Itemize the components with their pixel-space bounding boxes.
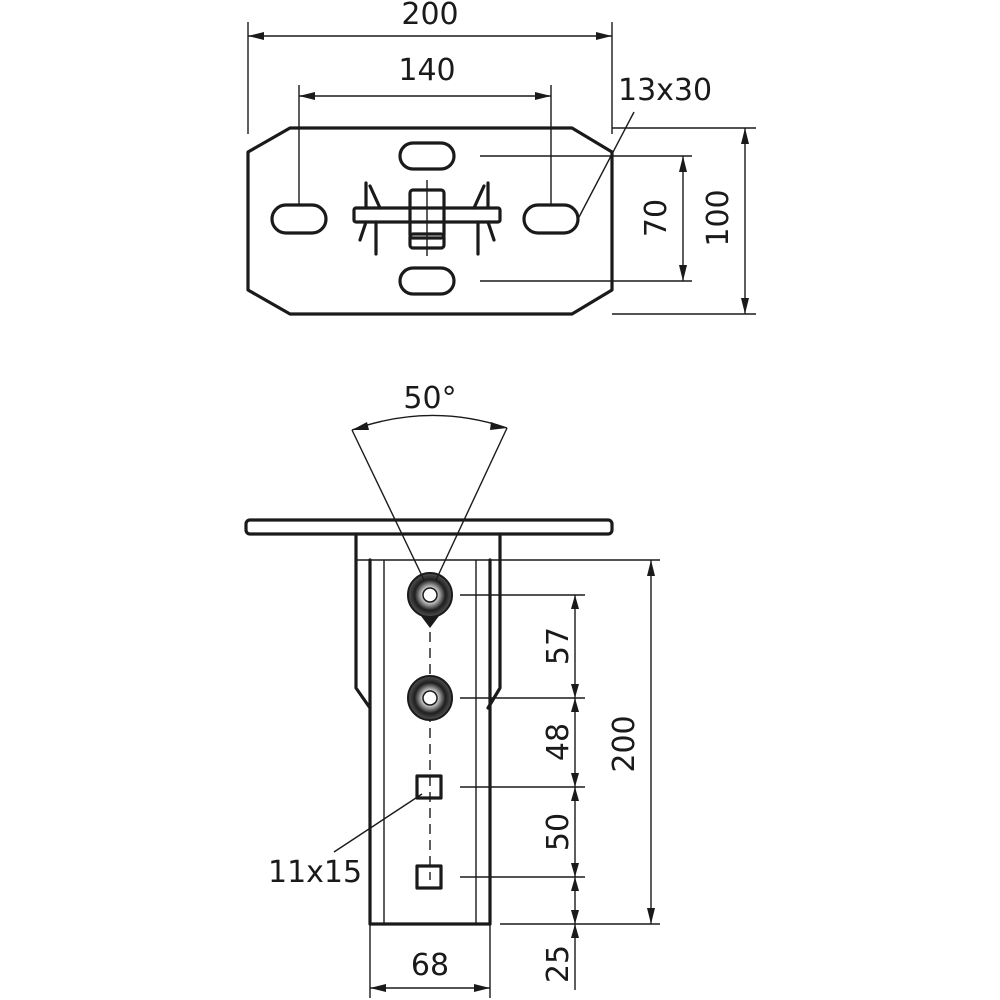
- dim-slot-spacing-label: 70: [639, 199, 674, 237]
- slot-left: [270, 203, 328, 235]
- base-plate-outline: [246, 126, 614, 316]
- dim-hole-size-label: 11x15: [268, 855, 362, 890]
- dim-spacing-1-label: 57: [541, 627, 576, 665]
- top-view-dimensions: 200 140 13x30 70 100: [247, 0, 756, 315]
- dim-spacing-2-label: 48: [541, 723, 576, 761]
- bolt-upper: [407, 572, 453, 628]
- top-view-base-plate: [246, 126, 614, 316]
- side-base-plate: [244, 518, 614, 536]
- channel-profile: [368, 558, 492, 926]
- hinge-bolt-assembly: [352, 180, 502, 256]
- dim-angle-label: 50°: [403, 381, 456, 416]
- dim-spacing-3-label: 50: [541, 813, 576, 851]
- dim-channel-width-label: 68: [411, 948, 449, 983]
- side-view-bracket: [244, 518, 614, 926]
- dim-overall-length-label: 200: [607, 715, 642, 772]
- slot-bottom: [398, 266, 456, 296]
- dim-overall-height-label: 100: [701, 189, 736, 246]
- square-hole-lower: [415, 864, 443, 890]
- dim-overall-width-label: 200: [401, 0, 458, 32]
- slot-top: [398, 141, 456, 171]
- dim-end-distance-label: 25: [541, 945, 576, 983]
- slot-right: [522, 203, 580, 235]
- side-view-dimensions: 50° 57 48 50 25 200 11x15: [268, 381, 660, 998]
- hinge-bracket: [354, 532, 502, 710]
- dim-hole-spacing-label: 140: [398, 53, 455, 88]
- square-hole-upper: [415, 774, 443, 800]
- dim-slot-size-label: 13x30: [618, 73, 712, 108]
- bolt-lower: [407, 675, 453, 721]
